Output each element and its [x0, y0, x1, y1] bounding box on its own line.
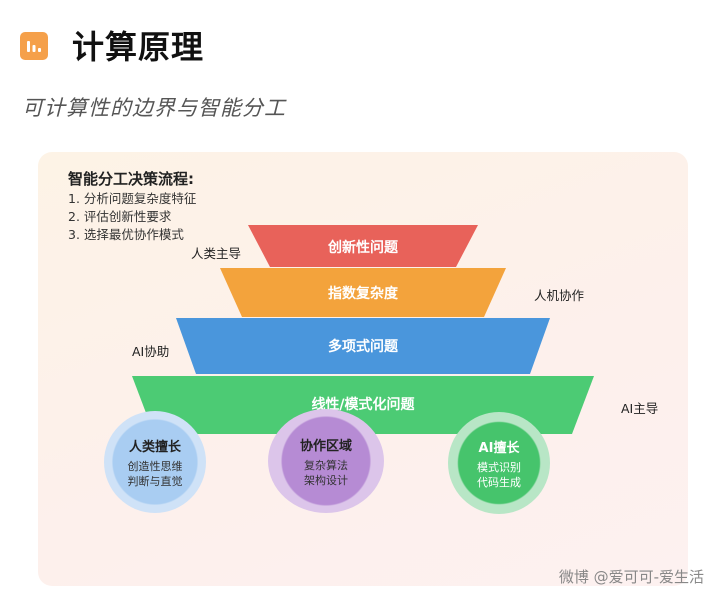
- funnel-layer-exponential: [220, 268, 506, 317]
- label-human-lead: 人类主导: [191, 246, 242, 261]
- flow-step: 2. 评估创新性要求: [68, 209, 172, 224]
- label-ai-assist: AI协助: [132, 344, 170, 359]
- flow-step: 1. 分析问题复杂度特征: [68, 191, 197, 206]
- bubble-title: AI擅长: [478, 440, 520, 456]
- bubble-title: 人类擅长: [128, 439, 181, 455]
- bubble-title: 协作区域: [299, 438, 352, 454]
- flow-title: 智能分工决策流程:: [68, 170, 194, 188]
- funnel-layer-label: 线性/模式化问题: [311, 396, 415, 413]
- label-human-machine: 人机协作: [534, 288, 585, 303]
- flow-steps: 1. 分析问题复杂度特征 2. 评估创新性要求 3. 选择最优协作模式: [68, 190, 196, 244]
- flow-step: 3. 选择最优协作模式: [68, 227, 184, 242]
- bubble-human-strengths: 人类擅长 创造性思维 判断与直觉: [104, 411, 206, 513]
- funnel-layer-polynomial: [176, 318, 550, 374]
- bar-chart-icon: [20, 32, 48, 60]
- bubble-ai-strengths: AI擅长 模式识别 代码生成: [448, 412, 550, 514]
- bubble-line: 模式识别: [477, 460, 521, 474]
- bubble-line: 复杂算法: [304, 458, 348, 472]
- bubble-line: 架构设计: [304, 473, 348, 487]
- page-subtitle: 可计算性的边界与智能分工: [22, 96, 286, 120]
- funnel-layer-label: 多项式问题: [328, 338, 399, 355]
- funnel-layer-innovation: [248, 225, 478, 267]
- page-title: 计算原理: [72, 28, 205, 66]
- bubble-line: 判断与直觉: [127, 474, 183, 488]
- funnel-layer-label: 创新性问题: [327, 239, 399, 256]
- bubble-line: 创造性思维: [127, 459, 183, 473]
- watermark: 微博 @爱可可-爱生活: [558, 568, 704, 586]
- funnel-layer-label: 指数复杂度: [328, 285, 399, 302]
- bubble-collaboration-zone: 协作区域 复杂算法 架构设计: [268, 409, 384, 513]
- bubble-line: 代码生成: [477, 475, 521, 489]
- label-ai-lead: AI主导: [621, 401, 659, 416]
